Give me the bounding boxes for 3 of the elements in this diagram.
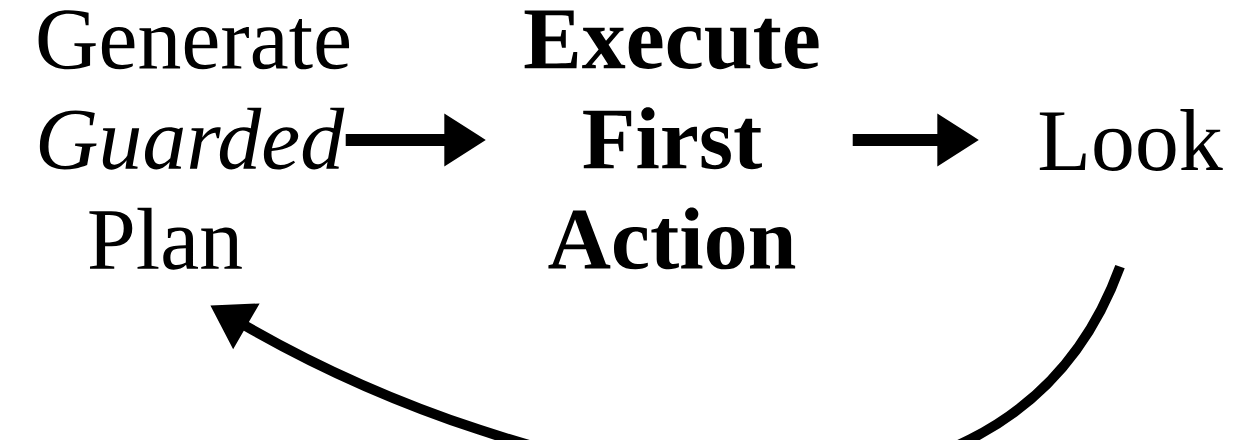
step-label: Execute First Action (524, 10, 819, 270)
step-label: Generate Guarded Plan (38, 10, 350, 270)
step-label: Look (1039, 109, 1223, 171)
